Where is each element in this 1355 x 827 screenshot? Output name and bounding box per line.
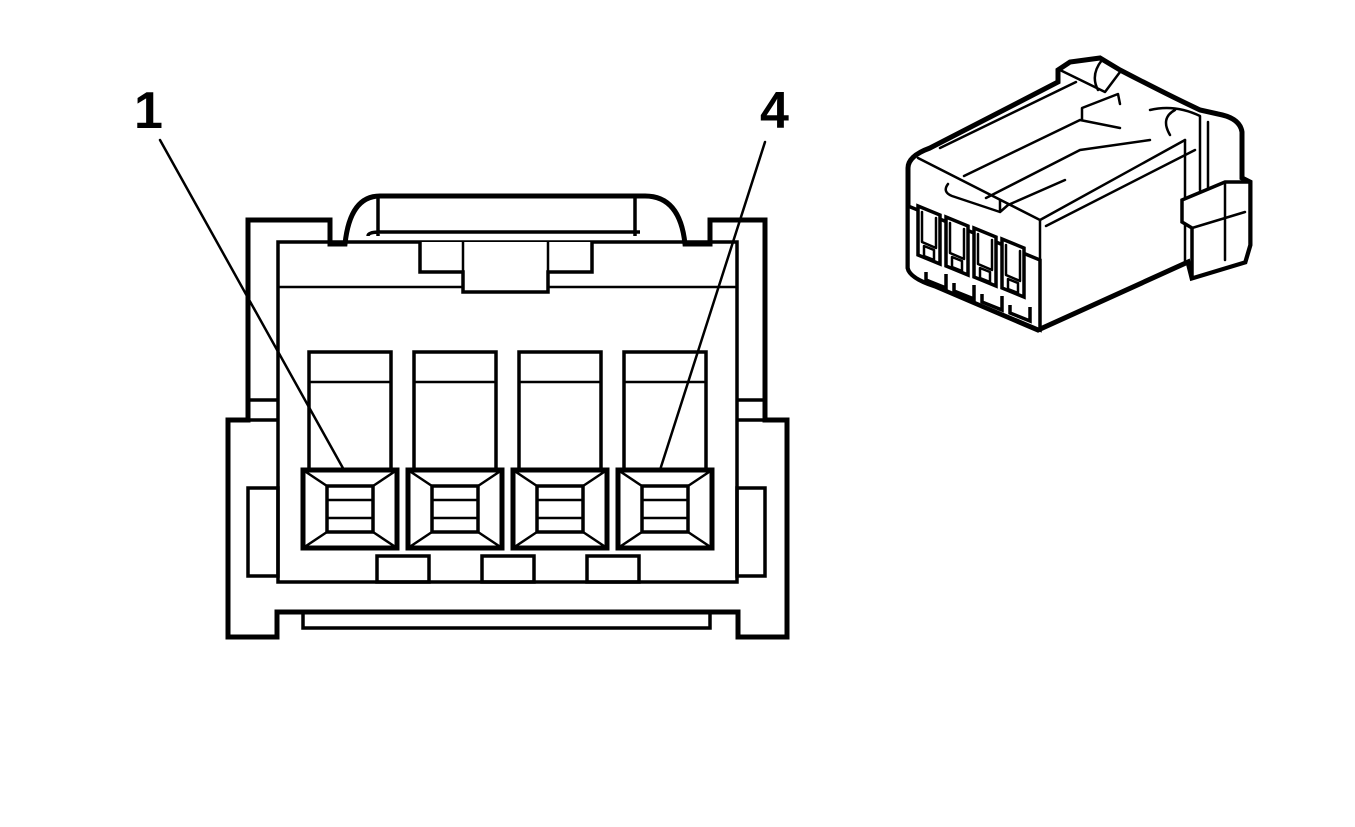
shell-right-step <box>738 398 765 422</box>
top-key-divider <box>461 240 550 274</box>
left-side-window <box>246 486 280 578</box>
iso-side-latch <box>1180 180 1252 281</box>
bottom-tab <box>480 554 536 584</box>
bottom-tab <box>375 554 431 584</box>
terminal-cavity-2 <box>405 350 505 551</box>
iso-terminal-cavity-4 <box>1000 236 1032 324</box>
latch-inner <box>366 198 640 237</box>
connector-isometric-view <box>905 55 1253 333</box>
terminal-cavity-3 <box>510 350 610 551</box>
shell-left-step <box>248 398 278 422</box>
iso-terminal-cavity-3 <box>972 225 1004 313</box>
callout-label-pin-1: 1 <box>134 82 163 140</box>
callouts: 1 4 <box>134 82 789 472</box>
iso-side-latch-inner <box>1190 180 1247 262</box>
leader-line-pin-1 <box>158 138 346 472</box>
iso-terminal-cavity-1 <box>916 203 948 291</box>
bottom-slot <box>301 612 712 630</box>
right-side-window <box>735 486 767 578</box>
iso-latch-ridge <box>944 178 1067 214</box>
callout-label-pin-4: 4 <box>760 82 789 140</box>
terminal-cavities <box>300 350 715 551</box>
bottom-tab <box>585 554 641 584</box>
leader-line-pin-4 <box>658 140 767 472</box>
terminal-cavity-4 <box>615 350 715 551</box>
iso-terminal-cavities <box>916 203 1032 324</box>
terminal-cavity-1 <box>300 350 400 551</box>
iso-terminal-cavity-2 <box>944 214 976 302</box>
connector-front-view <box>225 193 790 640</box>
